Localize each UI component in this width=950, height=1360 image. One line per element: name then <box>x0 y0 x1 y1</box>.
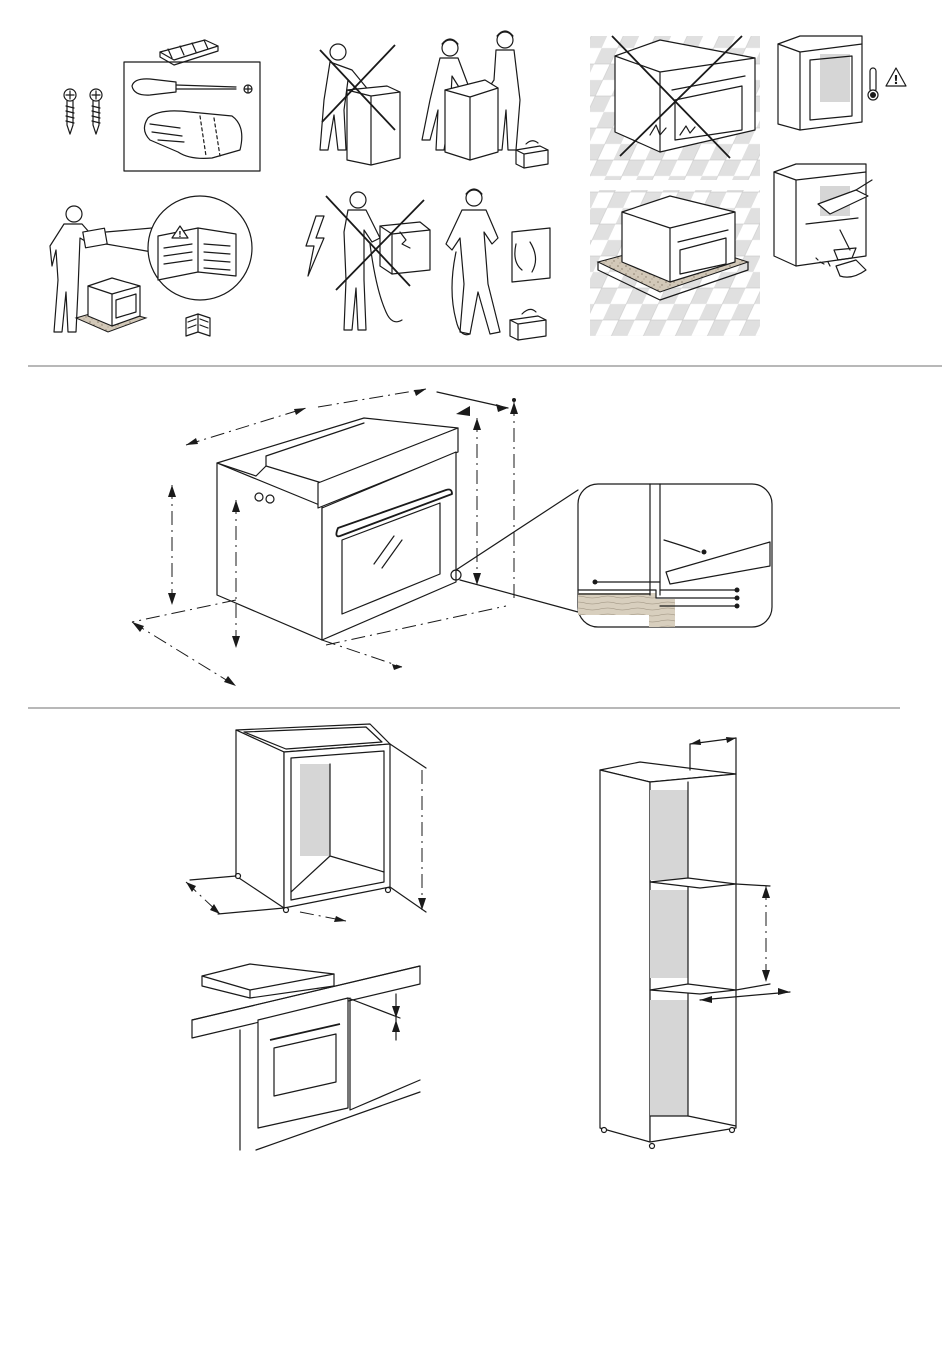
lightning-icon <box>306 216 324 276</box>
dustpan-icon <box>836 260 866 277</box>
read-manual-panel: ! <box>50 196 252 336</box>
toolbox-icon <box>510 309 546 340</box>
qualified-electrician-panel <box>446 189 550 340</box>
warning-mark: ! <box>178 230 182 239</box>
spacer-icon <box>160 40 218 65</box>
installation-cabinets-section <box>186 724 790 1150</box>
built-in-oven-icon <box>192 964 420 1150</box>
lift-alone-forbidden-panel <box>320 44 400 165</box>
electrician-icon <box>446 189 500 335</box>
no-impact-damage-panel <box>590 36 760 180</box>
under-counter-cabinet-icon <box>236 724 391 913</box>
safety-icons-section: ! <box>50 31 906 340</box>
book-icon <box>186 314 210 336</box>
manual-magnifier-icon: ! <box>148 196 252 300</box>
oven-icon <box>76 278 146 332</box>
cabinet-icon <box>774 164 866 266</box>
warning-mark: ! <box>893 73 898 87</box>
tall-column-cabinet-icon <box>600 762 736 1149</box>
no-live-electrical-work-panel <box>306 192 430 330</box>
clean-cabinet-panel <box>774 164 872 277</box>
cabinet-heat-warning-panel: ! <box>778 36 906 130</box>
oven-on-tiles-icon <box>615 40 755 152</box>
screw-icon <box>64 89 102 134</box>
warning-triangle-icon: ! <box>886 68 906 87</box>
wall-box-icon <box>512 228 550 282</box>
thermometer-icon <box>868 68 878 100</box>
box-icon <box>347 86 400 165</box>
cabinet-icon <box>778 36 862 130</box>
toolbox-icon <box>516 141 548 168</box>
oven-icon <box>217 418 461 640</box>
lift-with-two-people-panel <box>422 31 548 168</box>
tools-required-panel <box>64 40 260 171</box>
detail-magnifier-icon <box>578 484 772 627</box>
oven-dimensions-section <box>132 389 772 686</box>
place-on-protective-base-panel <box>590 190 760 336</box>
